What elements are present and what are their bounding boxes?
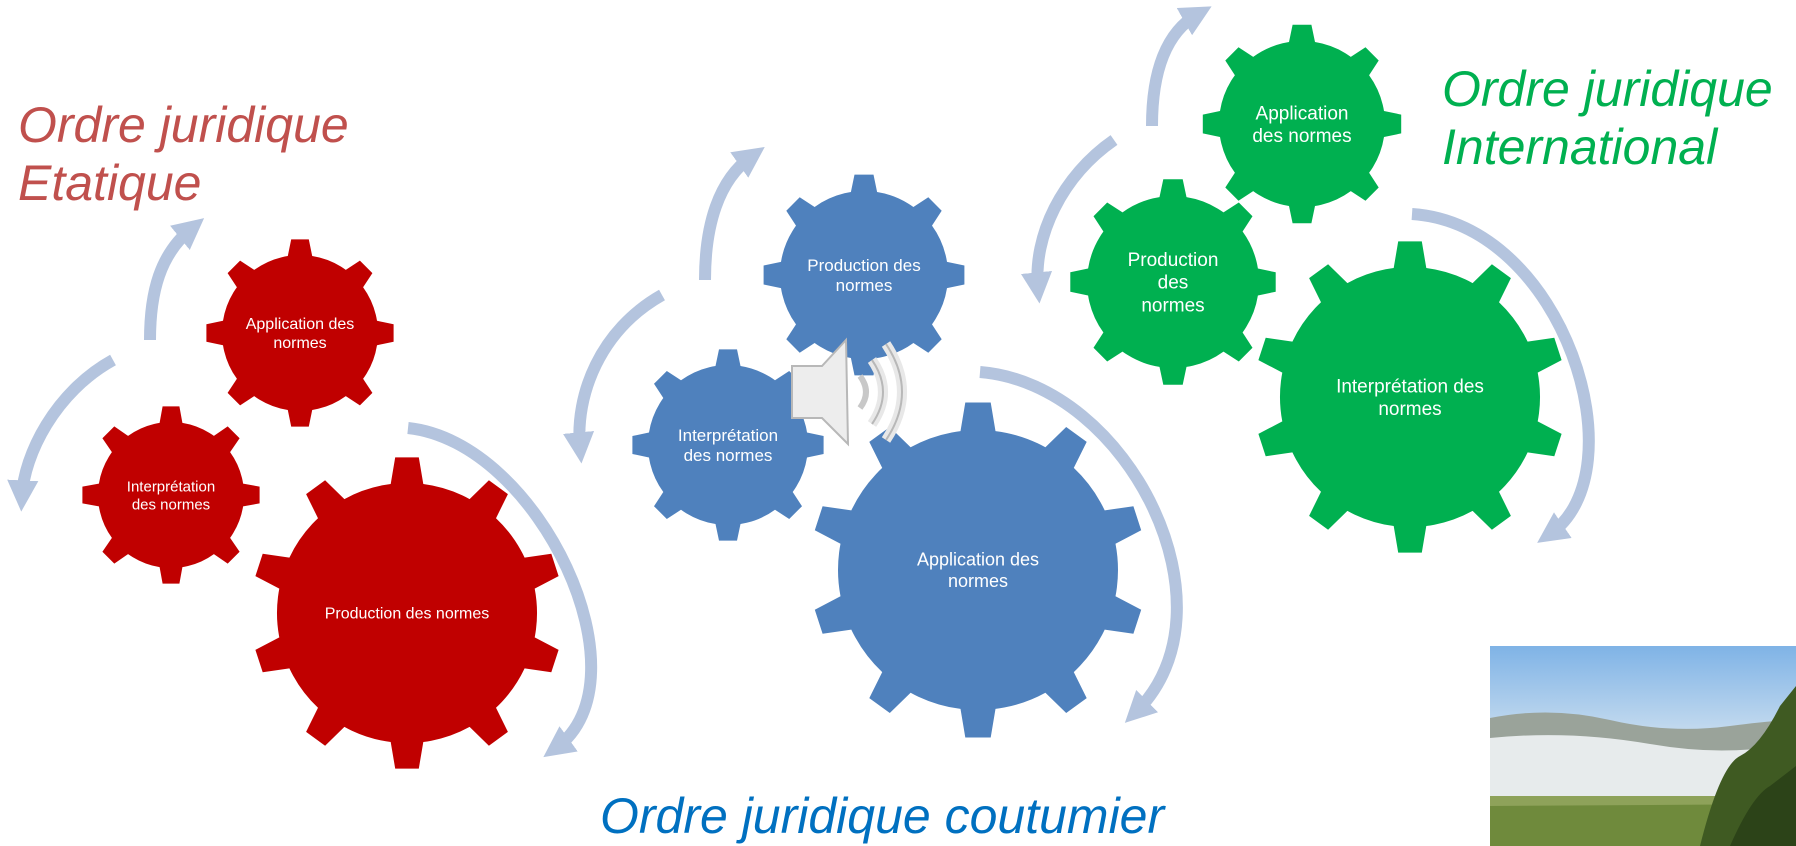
gear-label: normes: [836, 276, 893, 295]
gear-label: des normes: [132, 496, 210, 513]
cycle-arrow: [1146, 6, 1212, 127]
cycle-arrow: [699, 146, 765, 281]
gear-etatique-medium: Application des normes: [206, 239, 394, 427]
gear-label: normes: [273, 335, 326, 352]
gear-label: Application des: [917, 550, 1039, 570]
gear-shape: [632, 349, 824, 541]
title-line-1: Ordre juridique: [1442, 61, 1773, 117]
gear-shape: [206, 239, 394, 427]
gear-label: des normes: [1252, 126, 1351, 147]
gear-label: Production des normes: [325, 606, 490, 623]
gear-label: Interprétation des: [1336, 376, 1484, 397]
gear-label: Production: [1128, 250, 1219, 271]
cycle-arrow: [1411, 208, 1595, 543]
gear-label: normes: [1378, 399, 1441, 420]
title-ordre-etatique: Ordre juridique Etatique: [18, 96, 349, 212]
title-line-2: Etatique: [18, 155, 202, 211]
title-ordre-coutumier: Ordre juridique coutumier: [600, 788, 1165, 844]
title-line-2: International: [1442, 119, 1718, 175]
cycle-arrow: [144, 218, 205, 341]
cycle-arrow: [1020, 135, 1118, 304]
speaker-icon[interactable]: [791, 337, 907, 447]
gear-etatique-large: Production des normes: [255, 457, 559, 769]
gear-shape: [763, 174, 965, 376]
cycle-arrow: [407, 422, 598, 758]
title-line-1: Ordre juridique: [18, 97, 349, 153]
gear-label: normes: [1141, 295, 1204, 316]
cycle-arrows: [7, 6, 1595, 758]
gear-label: Production des: [807, 256, 920, 275]
gear-label: Application des: [246, 316, 355, 333]
gear-label: des normes: [684, 446, 773, 465]
gear-shape: [1070, 179, 1276, 385]
gear-label: Application: [1256, 103, 1349, 124]
gear-label: normes: [948, 571, 1008, 591]
gear-shape: [255, 457, 559, 769]
gear-shape: [82, 406, 260, 584]
gear-shape: [1258, 241, 1562, 553]
gear-label: Interprétation: [127, 478, 215, 495]
gear-label: des: [1158, 273, 1189, 294]
cycle-arrow: [979, 366, 1183, 723]
gear-shape: [1202, 24, 1402, 224]
cycle-arrow: [7, 354, 116, 512]
title-ordre-international: Ordre juridique International: [1442, 60, 1773, 176]
landscape-photo: [1490, 646, 1796, 846]
gear-shape: [814, 402, 1142, 738]
gear-label: Interprétation: [678, 426, 778, 445]
cycle-arrow: [563, 289, 665, 464]
